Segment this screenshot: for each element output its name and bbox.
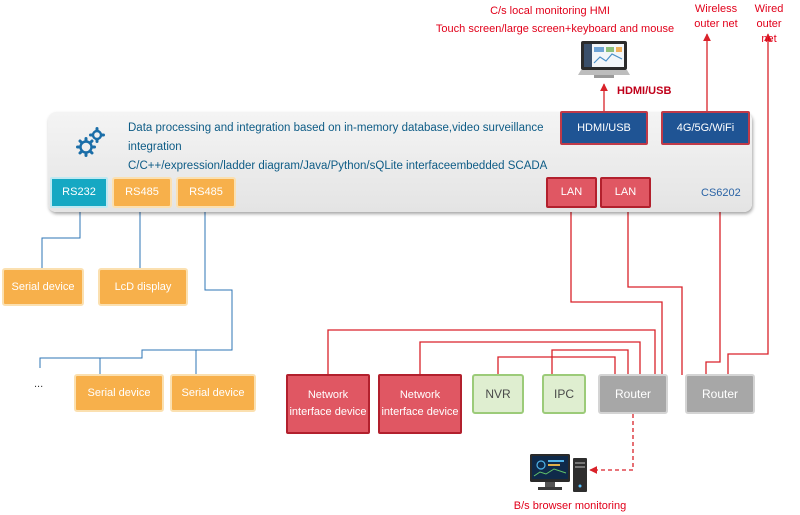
rs232-port: RS232 xyxy=(50,177,108,208)
link-router-net1 xyxy=(327,329,656,375)
serial-device-3: Serial device xyxy=(170,374,256,412)
link-router-ipc xyxy=(551,349,629,375)
link-router-browser xyxy=(589,414,634,474)
wireless-port: 4G/5G/WiFi xyxy=(661,111,750,145)
nvr-device: NVR xyxy=(472,374,524,414)
panel-description-line-3: C/C++/expression/ladder diagram/Java/Pyt… xyxy=(128,160,548,172)
lan-port-b: LAN xyxy=(600,177,651,208)
wired-outer-net-label: Wired outer net xyxy=(754,3,784,45)
lcd-display: LcD display xyxy=(98,268,188,306)
hdmi-usb-port: HDMI/USB xyxy=(560,111,648,145)
gear-icon xyxy=(76,126,106,158)
panel-description-line-1: Data processing and integration based on… xyxy=(128,122,544,134)
network-interface-device-2: Network interface device xyxy=(378,374,462,434)
wireless-outer-net-label: Wireless outer net xyxy=(694,3,738,30)
lan-port-a: LAN xyxy=(546,177,597,208)
network-interface-device-1: Network interface device xyxy=(286,374,370,434)
link-router-net2 xyxy=(419,341,641,375)
hmi-title: C/s local monitoring HMI xyxy=(490,5,610,17)
rs485-port-a: RS485 xyxy=(112,177,172,208)
link-lan-b-router xyxy=(627,208,683,375)
link-bus-ellipsis xyxy=(39,357,100,368)
hdmi-link-label: HDMI/USB xyxy=(617,85,672,97)
link-lan-a-router xyxy=(570,208,663,375)
hmi-subtitle: Touch screen/large screen+keyboard and m… xyxy=(435,23,675,35)
computer-icon xyxy=(528,450,590,496)
link-router2-wireless xyxy=(705,142,721,375)
ellipsis-label: ... xyxy=(34,378,44,390)
rs485-port-b: RS485 xyxy=(176,177,236,208)
link-bus-serial-2 xyxy=(99,349,196,374)
link-router-nvr xyxy=(497,356,616,375)
link-rs485-bus xyxy=(196,208,233,351)
ipc-device: IPC xyxy=(542,374,586,414)
browser-monitoring-label: B/s browser monitoring xyxy=(513,500,627,512)
router-1: Router xyxy=(598,374,668,414)
monitor-icon xyxy=(578,39,630,81)
serial-device-1: Serial device xyxy=(2,268,84,306)
serial-device-2: Serial device xyxy=(74,374,164,412)
panel-description-line-2: integration xyxy=(128,141,182,153)
link-rs232-serial xyxy=(41,208,81,268)
model-label: CS6202 xyxy=(701,187,741,199)
router-2: Router xyxy=(685,374,755,414)
link-router2-wired xyxy=(727,33,772,375)
